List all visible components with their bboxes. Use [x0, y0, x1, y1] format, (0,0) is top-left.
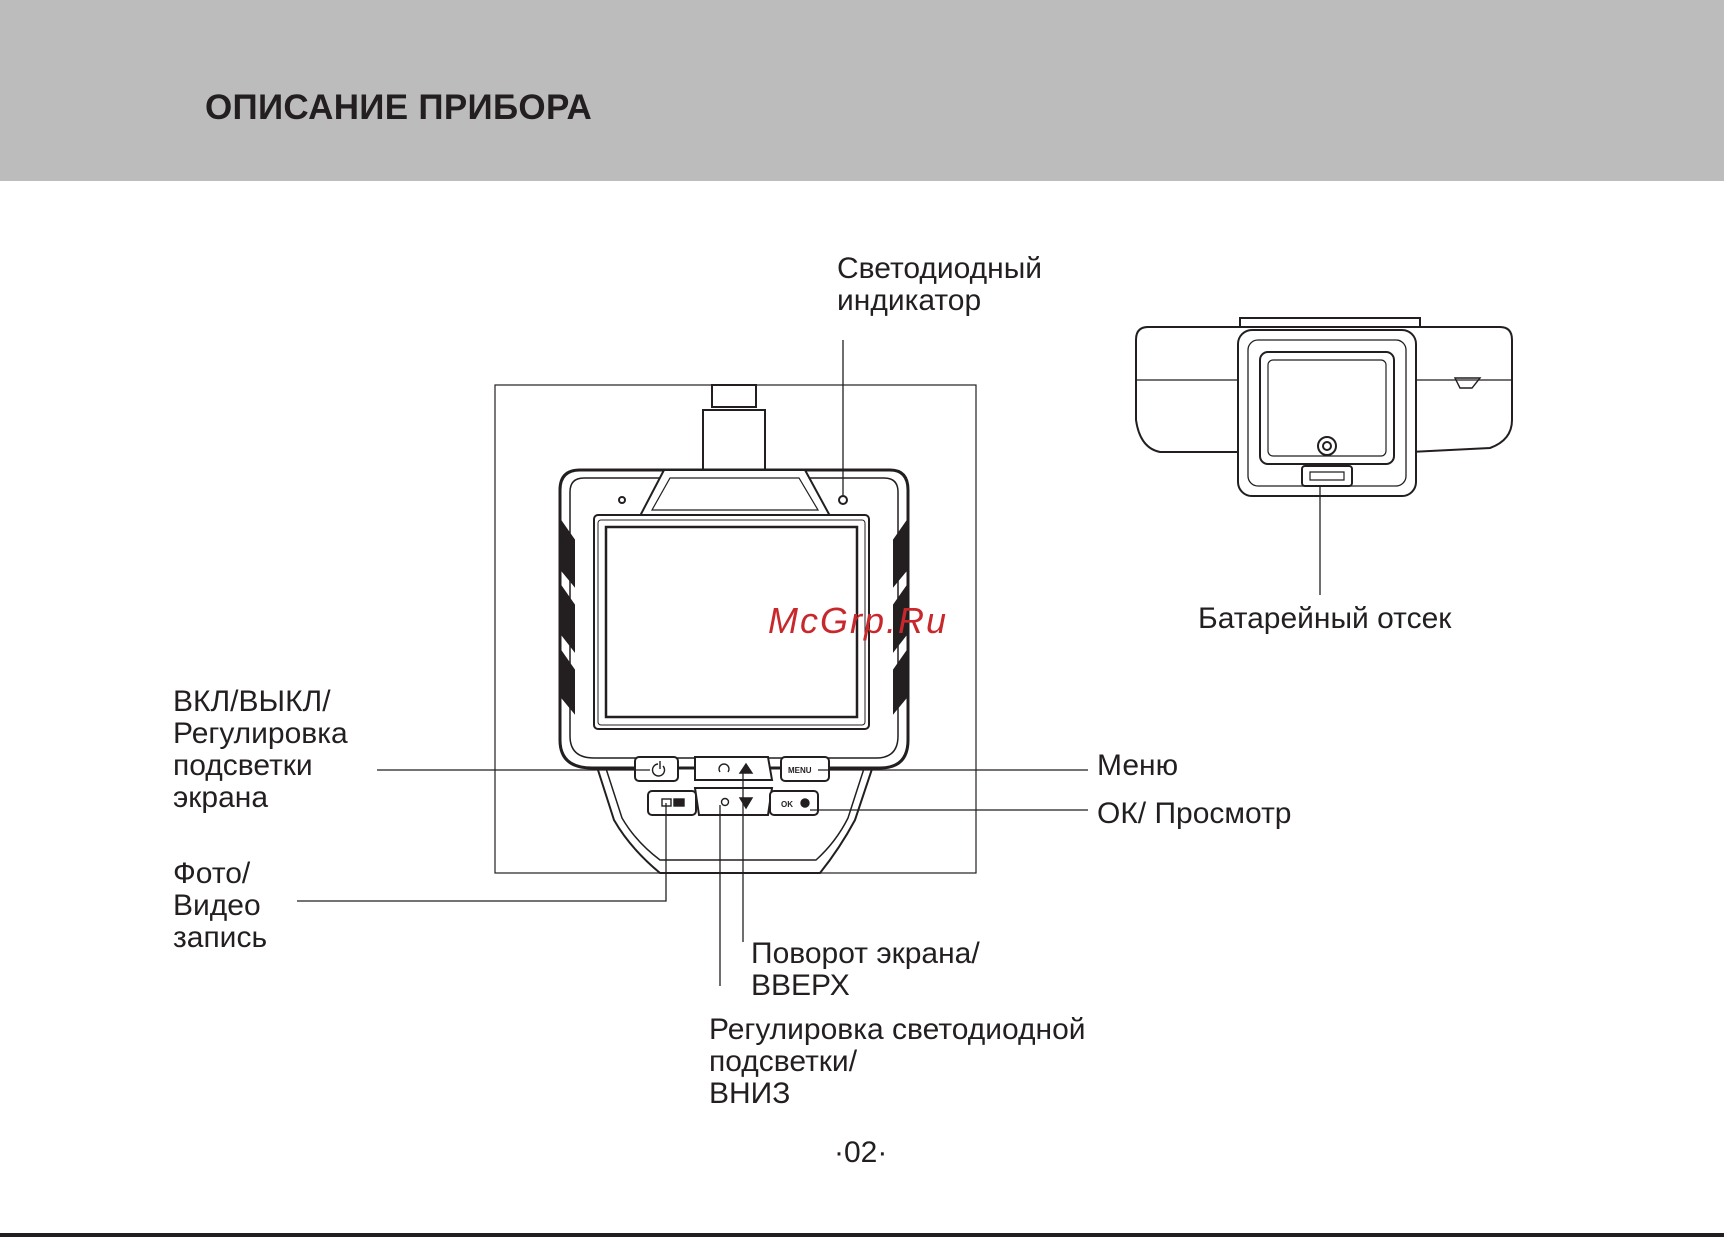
power-button[interactable] — [635, 757, 678, 781]
up-button[interactable] — [695, 757, 772, 780]
bottom-rule — [0, 1233, 1724, 1237]
page-number: ·02· — [834, 1136, 887, 1170]
cable-connector — [703, 410, 765, 470]
label-power: ВКЛ/ВЫКЛ/ Регулировка подсветки экрана — [173, 686, 348, 814]
ok-circle-icon — [801, 799, 809, 807]
ok-button[interactable] — [770, 791, 818, 815]
ok-key-label: OK — [781, 800, 793, 809]
label-rotate-up: Поворот экрана/ ВВЕРХ — [751, 938, 980, 1002]
inspection-camera-rear — [1136, 318, 1512, 496]
battery-cover — [1260, 352, 1394, 464]
leader-photo-video — [297, 803, 666, 901]
cable — [712, 385, 756, 407]
label-ok-view: ОК/ Просмотр — [1097, 798, 1292, 830]
label-led-down: Регулировка светодиодной подсветки/ ВНИЗ — [709, 1014, 1086, 1110]
label-menu: Меню — [1097, 750, 1178, 782]
menu-key-label: MENU — [788, 766, 812, 775]
label-photo-video: Фото/ Видео запись — [173, 858, 267, 954]
watermark: McGrp.Ru — [768, 600, 948, 642]
down-button[interactable] — [695, 788, 772, 815]
label-battery: Батарейный отсек — [1198, 603, 1451, 635]
photo-video-button[interactable] — [648, 791, 696, 815]
label-led-indicator: Светодиодный индикатор — [837, 253, 1042, 317]
